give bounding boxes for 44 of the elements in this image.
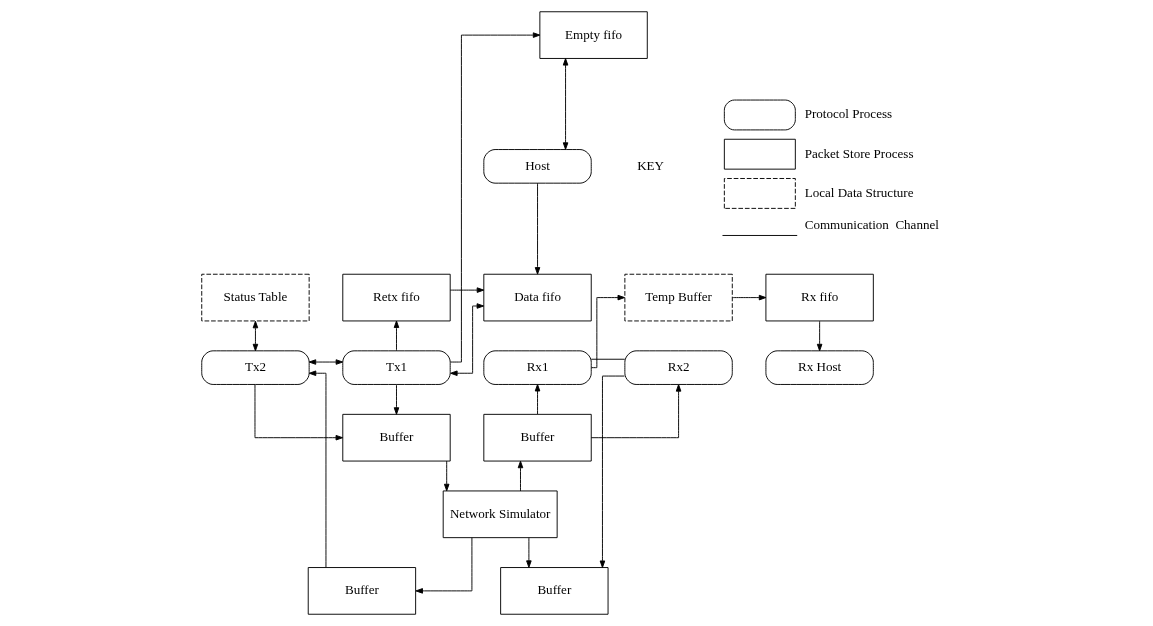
- legend-label: Packet Store Process: [804, 145, 914, 161]
- arrow: [252, 320, 258, 352]
- arrow: [534, 182, 540, 275]
- arrow: [562, 58, 568, 150]
- arrow: [590, 384, 681, 439]
- arrow: [731, 294, 766, 301]
- arrow: [415, 537, 472, 594]
- arrow: [590, 294, 625, 369]
- arrow: [449, 32, 540, 363]
- arrow: [449, 287, 484, 293]
- node-box: Empty fifo: [538, 11, 648, 59]
- label: KEY: [636, 157, 664, 173]
- node-box: Buffer: [341, 413, 451, 462]
- arrow: [599, 375, 625, 568]
- node-box: Temp Buffer: [623, 273, 733, 322]
- legend-label: Protocol Process: [804, 106, 892, 122]
- node-box: Data fifo: [482, 273, 592, 322]
- node-box: Network Simulator: [442, 490, 558, 539]
- arrow: [525, 537, 532, 568]
- node-box: Tx2: [200, 350, 310, 385]
- arrow: [308, 370, 326, 568]
- node-box: Buffer: [482, 413, 592, 462]
- node-box: Rx2: [623, 350, 733, 385]
- node-box: Tx1: [341, 350, 451, 385]
- node-box: Rx Host: [764, 350, 874, 385]
- arrow: [308, 359, 343, 365]
- node-box: Rx1: [482, 350, 592, 385]
- node-box: Retx fifo: [341, 273, 451, 322]
- arrow: [517, 460, 523, 492]
- legend-label: Local Data Structure: [804, 184, 913, 200]
- arrow: [393, 384, 399, 415]
- arrow: [449, 303, 484, 376]
- legend-label: Communication Channel: [804, 217, 939, 233]
- node-box: Status Table: [200, 273, 310, 322]
- node-box: Buffer: [499, 567, 609, 615]
- arrow: [534, 384, 540, 415]
- arrow: [816, 320, 822, 352]
- arrow: [393, 320, 399, 352]
- arrow: [254, 384, 343, 441]
- node-box: Buffer: [307, 567, 416, 615]
- node-box: Host: [482, 149, 592, 184]
- connector: [590, 358, 625, 360]
- arrow: [443, 460, 449, 492]
- node-box: Rx fifo: [764, 273, 874, 322]
